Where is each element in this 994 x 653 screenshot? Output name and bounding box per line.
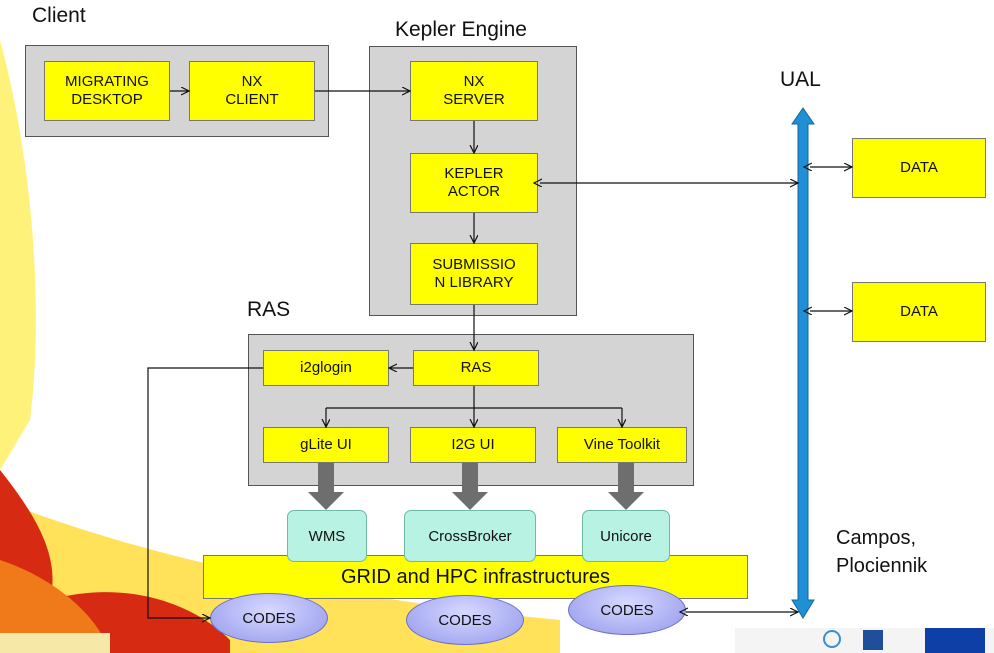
submission-library-line2: N LIBRARY — [434, 274, 514, 291]
wms-box: WMS — [287, 510, 367, 562]
ras-label: RAS — [247, 298, 291, 321]
fp7-logo-icon — [863, 630, 883, 650]
ual-label: UAL — [780, 68, 821, 91]
nx-server-line1: NX — [463, 73, 485, 90]
deco-yellow-swoosh — [0, 40, 36, 470]
data-box-2: DATA — [852, 282, 986, 342]
ual-bar — [791, 107, 815, 619]
unicore-box: Unicore — [582, 510, 670, 562]
globe-icon — [823, 630, 841, 648]
nx-client-line2: CLIENT — [225, 91, 279, 108]
codes-ellipse-1: CODES — [210, 593, 328, 643]
bottom-right-logo-strip — [735, 628, 994, 653]
nx-client-line1: NX — [241, 73, 263, 90]
submission-library-line1: SUBMISSIO — [432, 256, 516, 273]
nx-server-line2: SERVER — [443, 91, 505, 108]
author-line-1: Campos, — [836, 527, 917, 549]
glite-ui-box: gLite UI — [263, 427, 389, 463]
migrating-desktop-line1: MIGRATING — [65, 73, 149, 90]
block-arrow-i2g-crossbroker — [452, 463, 488, 510]
kepler-actor-line1: KEPLER — [444, 165, 504, 182]
bottom-left-logo — [0, 633, 110, 653]
client-label: Client — [32, 4, 86, 27]
author-line-2: Plociennik — [836, 555, 928, 577]
block-arrow-glite-wms — [308, 463, 344, 510]
codes-ellipse-2: CODES — [406, 595, 524, 645]
kepler-engine-label: Kepler Engine — [395, 18, 527, 41]
crossbroker-box: CrossBroker — [404, 510, 536, 562]
eu-flag-icon — [925, 628, 985, 653]
deco-orange-shape — [0, 560, 110, 653]
i2g-ui-box: I2G UI — [410, 427, 536, 463]
migrating-desktop-line2: DESKTOP — [71, 91, 143, 108]
block-arrow-vine-unicore — [608, 463, 644, 510]
vine-toolkit-box: Vine Toolkit — [557, 427, 687, 463]
arrow-i2glogin-to-codes — [147, 367, 263, 618]
kepler-actor-line2: ACTOR — [447, 183, 501, 200]
